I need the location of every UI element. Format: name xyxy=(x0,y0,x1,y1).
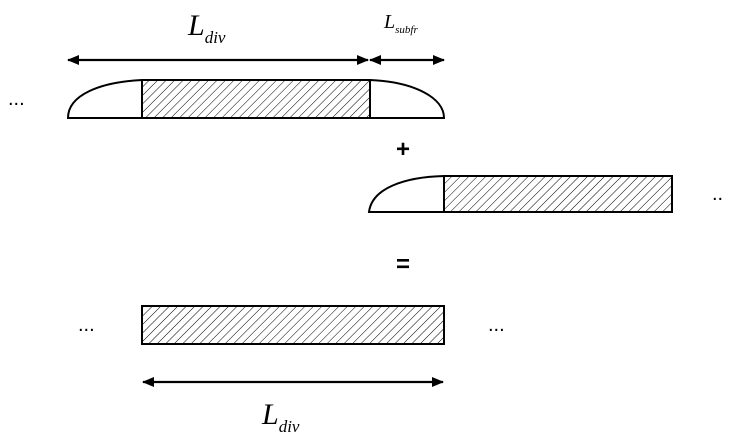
frame-1 xyxy=(66,78,446,119)
frame-2-left-taper xyxy=(367,174,445,213)
frame-2 xyxy=(367,174,673,213)
plus-operator: + xyxy=(396,136,410,163)
bottom-ldiv-label: Ldiv xyxy=(261,398,300,436)
frame-1-body xyxy=(141,79,371,119)
row2-right-ellipsis: .. xyxy=(712,183,723,205)
frame-2-body xyxy=(443,175,673,213)
result-frame xyxy=(141,305,445,345)
frame-1-right-taper xyxy=(369,78,446,119)
row3-left-ellipsis: ... xyxy=(78,314,95,336)
top-ldiv-label: Ldiv xyxy=(187,9,226,47)
top-lsubfr-label: Lsubfr xyxy=(383,11,418,36)
row1-left-ellipsis: ... xyxy=(8,88,25,110)
row3-right-ellipsis: ... xyxy=(488,314,505,336)
equals-operator: = xyxy=(396,251,410,278)
frame-1-left-taper xyxy=(66,78,143,119)
